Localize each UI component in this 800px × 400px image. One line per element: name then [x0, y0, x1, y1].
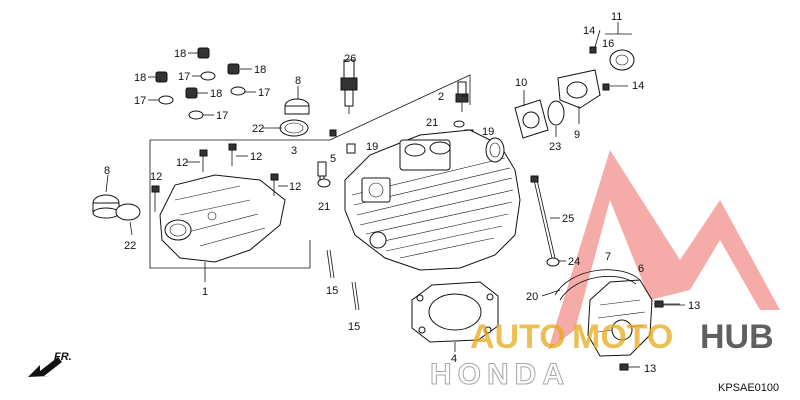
svg-text:HUB: HUB [700, 318, 774, 356]
insulator-and-pipe [514, 46, 635, 139]
callout-9: 9 [574, 129, 580, 141]
callout-14-a: 14 [583, 25, 595, 37]
side-cover-gasket [554, 269, 641, 296]
diagram-code: KPSAE0100 [718, 382, 779, 394]
bolt-13-upper [654, 300, 664, 308]
flange-bolts-12 [151, 143, 279, 212]
timing-hole-cap-left [92, 194, 120, 219]
callout-18-c: 18 [254, 64, 266, 76]
o-ring-left [115, 203, 141, 221]
callout-22-b: 22 [252, 123, 264, 135]
svg-text:AUTO: AUTO [470, 318, 566, 356]
callout-13-upper: 13 [688, 300, 700, 312]
callout-15-a: 15 [326, 285, 338, 297]
callout-1: 1 [202, 286, 208, 298]
callout-13-lower: 13 [644, 363, 656, 375]
callout-12-d: 12 [150, 171, 162, 183]
callout-18-a: 18 [174, 48, 186, 60]
callout-2: 2 [438, 91, 444, 103]
callout-17-c: 17 [258, 87, 270, 99]
callout-8-top: 8 [295, 75, 301, 87]
callout-17-a: 17 [178, 71, 190, 83]
callout-12-a: 12 [176, 157, 188, 169]
svg-text:HONDA: HONDA [430, 358, 570, 391]
callout-20: 20 [526, 291, 538, 303]
cylinder-head-gasket [411, 281, 499, 343]
spark-plug [340, 59, 358, 114]
callout-21-a: 21 [318, 201, 330, 213]
callout-26: 26 [344, 53, 356, 65]
callout-25: 25 [562, 213, 574, 225]
callout-17-d: 17 [216, 110, 228, 122]
callout-18-d: 18 [210, 88, 222, 100]
callout-21-b: 21 [426, 117, 438, 129]
callout-4: 4 [451, 353, 457, 365]
callout-11: 11 [611, 11, 622, 23]
dowel-pin-left [346, 143, 356, 154]
timing-hole-cap-top [279, 98, 310, 137]
callout-12-b: 12 [250, 151, 262, 163]
watermark-text: AUTO MOTO HUB HONDA [430, 318, 774, 392]
studs-15 [326, 249, 360, 311]
callout-5: 5 [330, 153, 336, 165]
cylinder-head-cover-outline [149, 74, 471, 269]
callout-24: 24 [568, 256, 580, 268]
callout-10: 10 [515, 77, 527, 89]
temperature-sensor [455, 81, 469, 112]
callout-22-a: 22 [124, 240, 136, 252]
stud-bolt [533, 179, 553, 259]
cylinder-head [344, 129, 521, 271]
cap-nuts-and-washers [155, 47, 246, 120]
callout-14-b: 14 [632, 80, 644, 92]
callout-12-c: 12 [289, 181, 301, 193]
callout-16: 16 [602, 38, 614, 50]
side-cover [587, 279, 653, 357]
front-direction-arrow [28, 357, 62, 377]
callout-19-b: 19 [482, 126, 494, 138]
callout-15-b: 15 [348, 321, 360, 333]
callout-18-b: 18 [134, 72, 146, 84]
cylinder-head-cover [159, 174, 286, 263]
callout-19-a: 19 [366, 141, 378, 153]
bolt-13-lower [619, 363, 629, 371]
callout-7: 7 [605, 251, 611, 263]
callout-6: 6 [638, 263, 644, 275]
callout-23: 23 [549, 141, 561, 153]
callout-17-b: 17 [134, 95, 146, 107]
callout-3: 3 [291, 145, 297, 157]
front-label: FR. [54, 351, 72, 363]
small-fittings [317, 120, 465, 188]
svg-text:MOTO: MOTO [572, 318, 673, 356]
leader-lines [148, 29, 685, 306]
callout-8-left: 8 [104, 165, 110, 177]
